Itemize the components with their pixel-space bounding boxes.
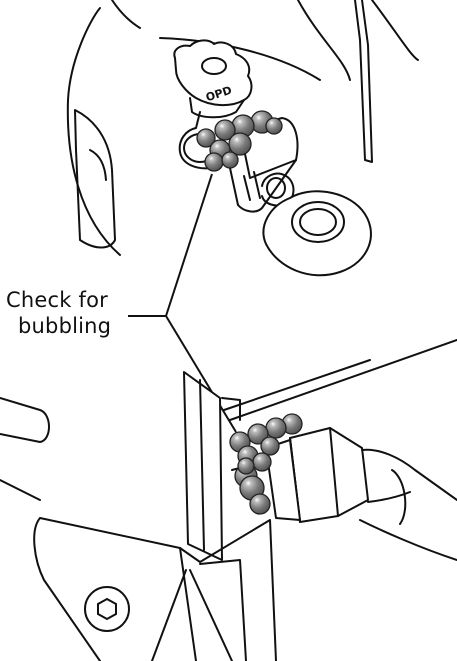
callout-label: Check for bubbling xyxy=(4,287,174,339)
hex-bolt-icon xyxy=(85,587,129,631)
callout-line-1: Check for xyxy=(4,287,174,313)
regulator-hose-icon xyxy=(0,340,457,661)
callout-line-2: bubbling xyxy=(4,313,174,339)
